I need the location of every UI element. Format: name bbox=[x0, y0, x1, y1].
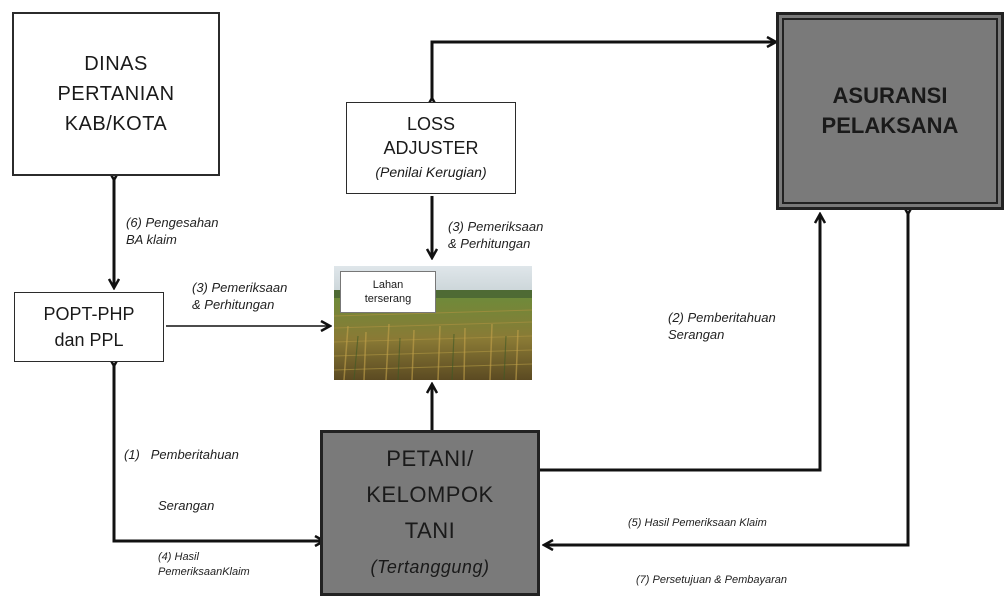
dinas-line-3: KAB/KOTA bbox=[64, 113, 168, 135]
label-hasil-left-line-2: PemeriksaanKlaim bbox=[158, 566, 250, 578]
popt-line-2: dan PPL bbox=[54, 330, 124, 350]
label-pemeriksaan-top-line-1: (3) Pemeriksaan bbox=[448, 219, 544, 234]
arrow-asuransi-petani bbox=[544, 214, 908, 545]
label-pemberitahuan-left: (1) Pemberitahuan Serangan bbox=[124, 412, 239, 531]
label-hasil-left: (4) Hasil PemeriksaanKlaim bbox=[158, 550, 250, 580]
asuransi-line-1: ASURANSI bbox=[832, 83, 948, 108]
label-pemeriksaan-top-line-2: & Perhitungan bbox=[448, 236, 531, 251]
petani-line-3: TANI bbox=[404, 518, 456, 543]
arrow-popt-petani bbox=[114, 366, 324, 541]
label-pemberitahuan-right-line-2: Serangan bbox=[668, 327, 725, 342]
label-pemeriksaan-left-line-1: (3) Pemeriksaan bbox=[192, 280, 288, 295]
popt-php-box: POPT-PHP dan PPL bbox=[14, 292, 164, 362]
field-label-line-2: terserang bbox=[364, 293, 412, 305]
asuransi-pelaksana-box: ASURANSI PELAKSANA bbox=[776, 12, 1004, 210]
petani-subtitle: (Tertanggung) bbox=[370, 557, 490, 577]
field-label-line-1: Lahan bbox=[372, 279, 404, 291]
label-hasil-right: (5) Hasil Pemeriksaan Klaim bbox=[628, 517, 767, 529]
label-pengesahan: (6) Pengesahan BA klaim bbox=[126, 214, 219, 248]
petani-line-2: KELOMPOK bbox=[366, 482, 494, 507]
arrow-loss-asuransi bbox=[432, 42, 776, 98]
label-pengesahan-line-1: (6) Pengesahan bbox=[126, 215, 219, 230]
label-persetujuan: (7) Persetujuan & Pembayaran bbox=[636, 574, 788, 586]
loss-line-1: LOSS bbox=[406, 114, 456, 134]
dinas-line-1: DINAS bbox=[84, 53, 148, 75]
popt-line-1: POPT-PHP bbox=[43, 304, 135, 324]
field-label: Lahan terserang bbox=[340, 271, 436, 313]
asuransi-line-2: PELAKSANA bbox=[821, 113, 959, 138]
label-pemberitahuan-right: (2) Pemberitahuan Serangan bbox=[668, 309, 776, 343]
label-hasil-left-line-1: (4) Hasil bbox=[158, 551, 199, 563]
label-pemberitahuan-right-line-1: (2) Pemberitahuan bbox=[668, 310, 776, 325]
field-photo: Lahan terserang bbox=[334, 266, 532, 380]
petani-line-1: PETANI/ bbox=[386, 446, 474, 471]
loss-subtitle: (Penilai Kerugian) bbox=[375, 164, 487, 180]
label-pemeriksaan-left: (3) Pemeriksaan & Perhitungan bbox=[192, 279, 287, 313]
label-pemberitahuan-left-line-1: (1) Pemberitahuan bbox=[124, 447, 239, 462]
label-pengesahan-line-2: BA klaim bbox=[126, 232, 177, 247]
label-pemberitahuan-left-line-2: Serangan bbox=[158, 498, 215, 513]
label-pemeriksaan-top: (3) Pemeriksaan & Perhitungan bbox=[448, 218, 543, 252]
loss-line-2: ADJUSTER bbox=[383, 138, 479, 158]
dinas-pertanian-box: DINAS PERTANIAN KAB/KOTA bbox=[12, 12, 220, 176]
petani-kelompok-box: PETANI/ KELOMPOK TANI (Tertanggung) bbox=[320, 430, 540, 596]
label-pemeriksaan-left-line-2: & Perhitungan bbox=[192, 297, 275, 312]
dinas-line-2: PERTANIAN bbox=[57, 83, 175, 105]
loss-adjuster-box: LOSS ADJUSTER (Penilai Kerugian) bbox=[346, 102, 516, 194]
